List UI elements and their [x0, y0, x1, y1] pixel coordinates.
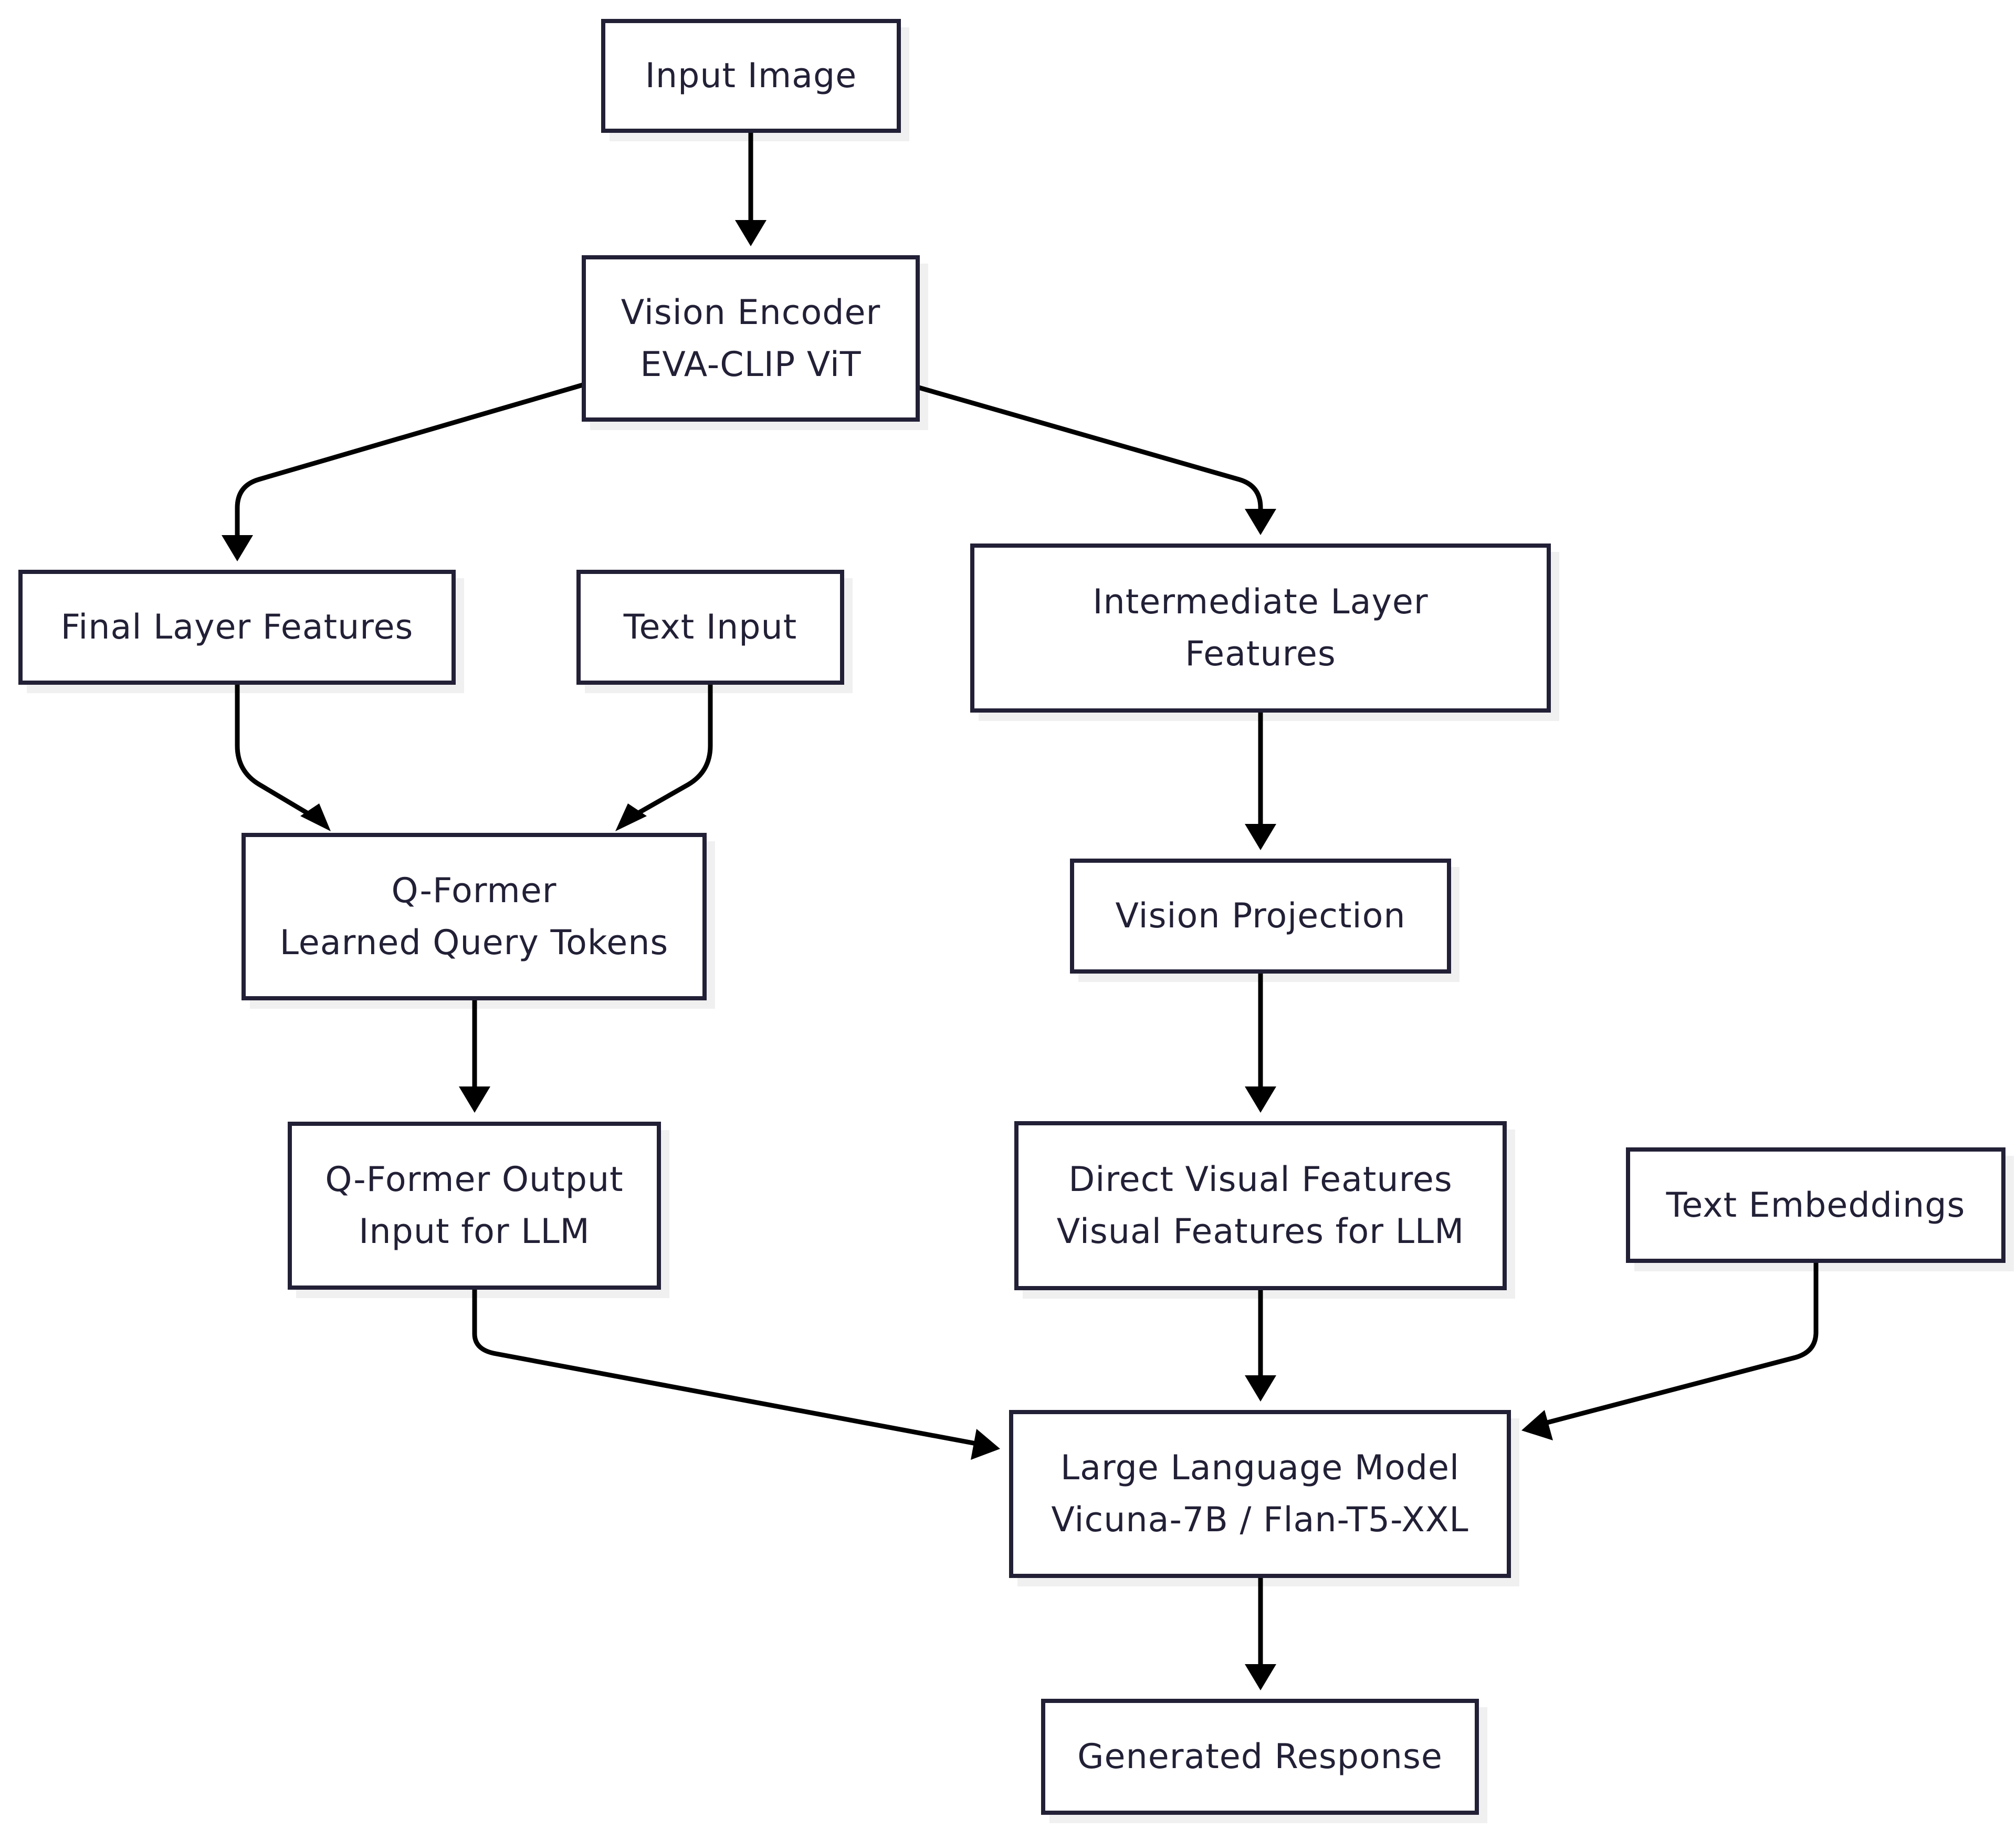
node-generated-response-label: Generated Response [1077, 1737, 1443, 1776]
node-vision-projection-label: Vision Projection [1115, 896, 1406, 936]
arrowhead-llm-left [971, 1429, 1000, 1460]
node-text-input: Text Input [576, 570, 844, 685]
arrowhead-q-former-right [615, 803, 647, 831]
node-intermediate-layer-features: Intermediate Layer Features [970, 544, 1551, 713]
node-final-layer-features: Final Layer Features [18, 570, 456, 685]
arrowhead-direct-visual-features-top [1245, 1086, 1276, 1113]
edge-q-former-output-to-llm [472, 1287, 987, 1448]
node-direct-visual-features-line2: Visual Features for LLM [1056, 1212, 1465, 1251]
node-q-former-output-line1: Q-Former Output [325, 1160, 624, 1199]
node-input-image-label: Input Image [645, 56, 857, 96]
node-large-language-model-line1: Large Language Model [1060, 1448, 1460, 1488]
arrowhead-final-layer-features-top [222, 535, 253, 561]
node-vision-encoder-line2: EVA-CLIP ViT [640, 344, 862, 384]
edge-final-layer-features-to-q-former [235, 681, 320, 822]
edge-vision-encoder-to-final-layer-features [235, 382, 585, 549]
node-text-embeddings: Text Embeddings [1626, 1147, 2006, 1263]
node-q-former-output-line2: Input for LLM [359, 1212, 590, 1251]
edge-text-input-to-q-former [625, 681, 713, 822]
node-q-former-line2: Learned Query Tokens [279, 923, 669, 963]
node-vision-encoder-line1: Vision Encoder [621, 292, 881, 332]
node-intermediate-layer-features-line2: Features [1185, 634, 1336, 674]
edge-text-embeddings-to-llm [1535, 1260, 1819, 1428]
node-input-image: Input Image [601, 19, 901, 133]
arrowhead-q-former-left [300, 803, 331, 831]
node-direct-visual-features: Direct Visual Features Visual Features f… [1014, 1121, 1507, 1290]
node-vision-encoder: Vision Encoder EVA-CLIP ViT [582, 255, 920, 422]
node-large-language-model-line2: Vicuna-7B / Flan-T5-XXL [1051, 1500, 1469, 1540]
node-vision-projection: Vision Projection [1070, 859, 1451, 974]
arrowhead-vision-projection-top [1245, 824, 1276, 850]
edge-vision-encoder-to-intermediate-layer-features [916, 385, 1263, 522]
arrowhead-q-former-output-top [459, 1086, 490, 1113]
arrowhead-intermediate-layer-features-top [1245, 509, 1276, 535]
arrowhead-vision-encoder-top [735, 220, 766, 246]
node-final-layer-features-label: Final Layer Features [60, 608, 414, 647]
node-q-former: Q-Former Learned Query Tokens [242, 833, 707, 1000]
node-large-language-model: Large Language Model Vicuna-7B / Flan-T5… [1009, 1410, 1511, 1578]
node-generated-response: Generated Response [1041, 1699, 1479, 1815]
arrowhead-llm-right [1521, 1410, 1553, 1440]
node-q-former-output: Q-Former Output Input for LLM [288, 1122, 661, 1290]
arrowhead-generated-response-top [1245, 1664, 1276, 1690]
node-q-former-line1: Q-Former [391, 871, 557, 911]
arrowhead-llm-top [1245, 1375, 1276, 1402]
node-intermediate-layer-features-line1: Intermediate Layer [1093, 582, 1429, 622]
node-direct-visual-features-line1: Direct Visual Features [1068, 1160, 1453, 1199]
node-text-embeddings-label: Text Embeddings [1666, 1185, 1966, 1225]
node-text-input-label: Text Input [623, 608, 797, 647]
